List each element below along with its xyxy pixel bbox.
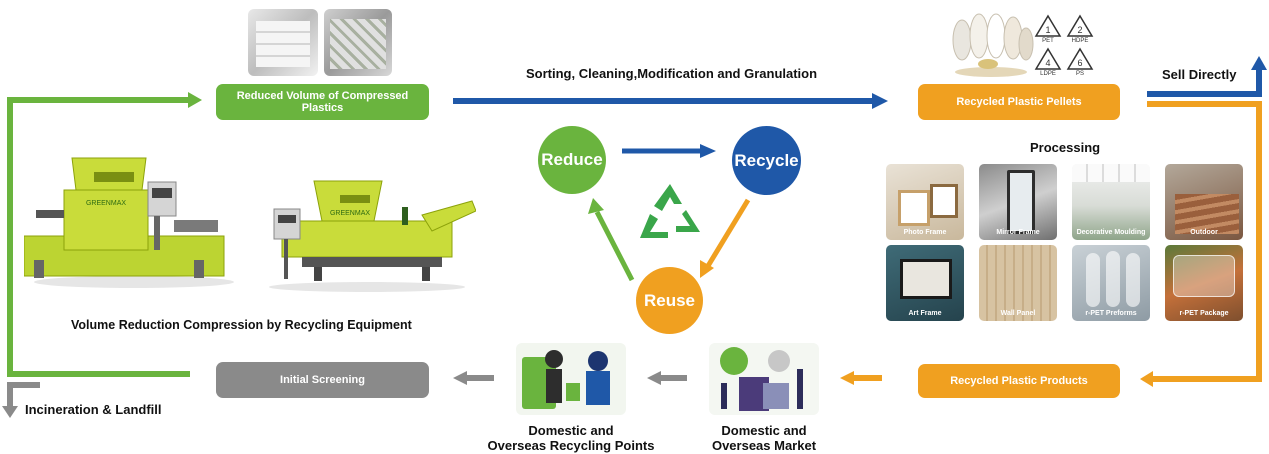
to-market-arrowhead — [840, 371, 854, 385]
recycle-circle: Recycle — [732, 126, 801, 195]
reduce-to-recycle-arrowhead — [700, 144, 716, 158]
left-loop-arrowhead — [188, 92, 202, 108]
tile-caption: Art Frame — [908, 310, 942, 317]
landfill-label: Incineration & Landfill — [25, 402, 162, 417]
recycled-pellets-box: Recycled Plastic Pellets — [918, 84, 1120, 120]
right-loop-arrow — [1147, 101, 1262, 382]
right-loop-arrowhead — [1140, 371, 1153, 387]
tile-rpet-package: r-PET Package — [1165, 245, 1243, 321]
compressed-bales-photo-2 — [324, 9, 392, 76]
brand-text-1: GREENMAX — [86, 200, 126, 207]
left-loop-arrow — [7, 97, 190, 377]
market-label: Domestic and Overseas Market — [702, 423, 826, 453]
compactor-machine-2: GREENMAX — [262, 175, 477, 295]
compressed-bales-photo-1 — [248, 9, 318, 76]
recycling-points-illustration — [516, 343, 626, 415]
reduce-label: Reduce — [541, 150, 603, 169]
sell-directly-arrow — [1147, 68, 1262, 97]
ric-num: 4 — [1045, 58, 1050, 68]
recycled-products-label: Recycled Plastic Products — [950, 375, 1088, 387]
market-illustration — [709, 343, 819, 415]
reuse-label: Reuse — [643, 290, 696, 310]
recycling-points-label: Domestic and Overseas Recycling Points — [482, 423, 660, 453]
ric-code-2: 2 HDPE — [1066, 14, 1094, 46]
recycle-label: Recycle — [734, 150, 799, 170]
ric-symbols: 1 PET 2 HDPE 4 LDPE 6 PS — [1034, 14, 1096, 82]
tile-caption: Outdoor — [1190, 229, 1218, 236]
recycled-pellets-label: Recycled Plastic Pellets — [956, 96, 1082, 108]
ric-name: HDPE — [1071, 38, 1089, 44]
ric-code-6: 6 PS — [1066, 47, 1094, 79]
recycling-points-line-2: Overseas Recycling Points — [487, 438, 655, 453]
reuse-to-reduce-arrow — [594, 210, 635, 282]
landfill-arrow — [7, 382, 40, 408]
tile-caption: r-PET Package — [1179, 310, 1229, 317]
tile-caption: Wall Panel — [1000, 310, 1036, 317]
compressed-plastics-box: Reduced Volume of Compressed Plastics — [216, 84, 429, 120]
ric-num: 1 — [1045, 25, 1050, 35]
recycling-points-line-1: Domestic and — [528, 423, 614, 438]
tile-mirror-frame: Mirror Frame — [979, 164, 1057, 240]
compactor-machine-1: GREENMAX — [23, 150, 239, 290]
reuse-circle: Reuse — [636, 267, 703, 334]
processing-title: Processing — [1030, 140, 1101, 155]
sell-directly-label: Sell Directly — [1162, 67, 1237, 82]
tile-wall-panel: Wall Panel — [979, 245, 1057, 321]
recycle-to-reuse-arrow — [705, 198, 751, 268]
ric-name: LDPE — [1040, 71, 1056, 77]
market-label-line-2: Overseas Market — [711, 438, 817, 453]
recycle-triangle-icon: 2 — [1066, 14, 1094, 37]
tile-rpet-preforms: r-PET Preforms — [1072, 245, 1150, 321]
recycled-products-box: Recycled Plastic Products — [918, 364, 1120, 398]
ric-code-4: 4 LDPE — [1034, 47, 1062, 79]
reuse-to-reduce-arrowhead — [588, 198, 604, 214]
tile-outdoor: Outdoor — [1165, 164, 1243, 240]
tile-caption: Photo Frame — [903, 229, 947, 236]
to-screening-arrowhead — [453, 371, 467, 385]
recycle-to-reuse-arrowhead — [700, 260, 714, 278]
tile-photo-frame: Photo Frame — [886, 164, 964, 240]
brand-text-2: GREENMAX — [330, 210, 370, 217]
tile-caption: Decorative Moulding — [1076, 229, 1146, 236]
ric-code-1: 1 PET — [1034, 14, 1062, 46]
compressed-plastics-label: Reduced Volume of Compressed Plastics — [236, 90, 409, 114]
initial-screening-label: Initial Screening — [280, 374, 365, 386]
to-points-arrowhead — [647, 371, 661, 385]
tile-caption: r-PET Preforms — [1085, 310, 1137, 317]
ric-num: 6 — [1077, 58, 1082, 68]
tile-art-frame: Art Frame — [886, 245, 964, 321]
processing-flow-arrowhead — [872, 93, 888, 109]
recycle-triangle-icon: 1 — [1034, 14, 1062, 37]
pellets-bottles-image — [946, 6, 1036, 78]
landfill-arrowhead — [2, 406, 18, 418]
tile-caption: Mirror Frame — [996, 229, 1040, 236]
reduce-circle: Reduce — [538, 126, 606, 194]
sell-directly-arrowhead — [1251, 56, 1267, 70]
ric-num: 2 — [1077, 25, 1082, 35]
tile-decorative-moulding: Decorative Moulding — [1072, 164, 1150, 240]
ric-name: PET — [1042, 38, 1054, 44]
recycle-triangle-icon: 4 — [1034, 47, 1062, 70]
initial-screening-box: Initial Screening — [216, 362, 429, 398]
process-label: Sorting, Cleaning,Modification and Granu… — [526, 66, 818, 81]
ric-name: PS — [1075, 71, 1084, 77]
recycle-icon — [640, 184, 700, 238]
equipment-caption: Volume Reduction Compression by Recyclin… — [71, 318, 412, 332]
recycle-triangle-icon: 6 — [1066, 47, 1094, 70]
market-label-line-1: Domestic and — [721, 423, 807, 438]
